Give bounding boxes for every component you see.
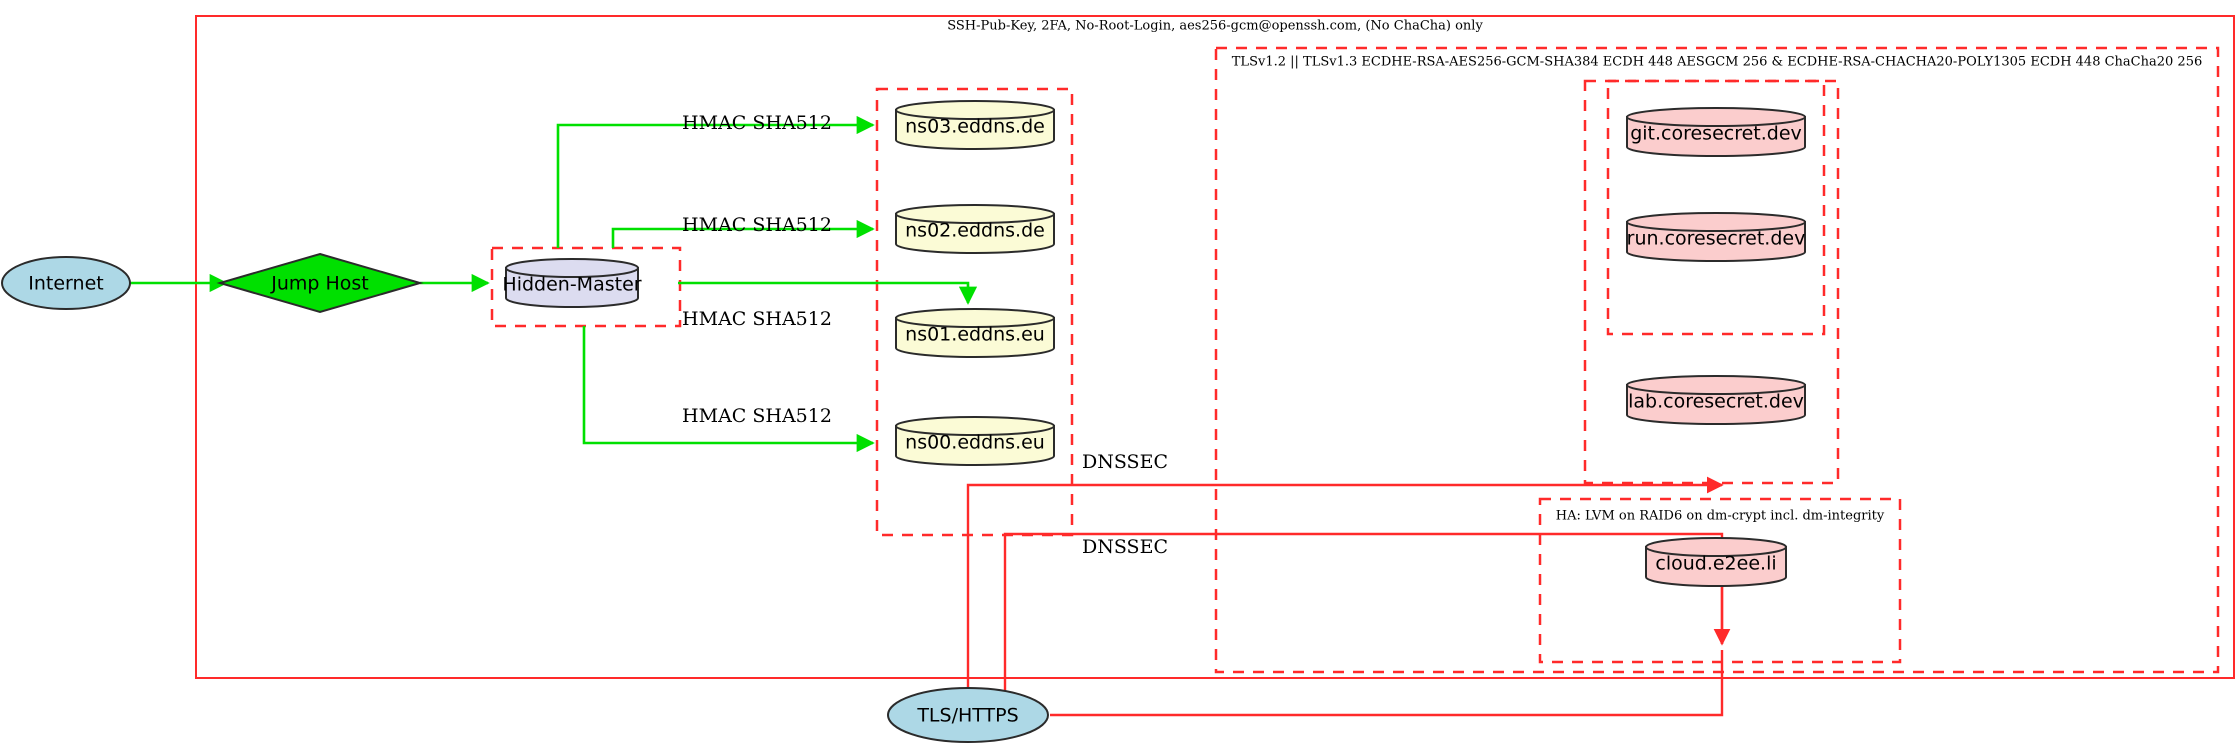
- edge-label-hmac-ns02: HMAC SHA512: [682, 214, 832, 236]
- ns00-top: [895, 416, 1055, 436]
- ns02-label: ns02.eddns.de: [905, 220, 1045, 242]
- lab-coresecret-body: [1626, 384, 1806, 425]
- ns03-label: ns03.eddns.de: [905, 116, 1045, 138]
- edge-label-hmac-ns01: HMAC SHA512: [682, 308, 832, 330]
- cluster-ha-boundary: [1538, 497, 1902, 664]
- node-tls-https[interactable]: TLS/HTTPS: [887, 687, 1049, 743]
- cluster-coresecret-inner-boundary: [1606, 79, 1826, 336]
- run-coresecret-label: run.coresecret.dev: [1627, 228, 1806, 250]
- cluster-ssh-boundary: [195, 15, 2235, 679]
- edge-label-dnssec-lower: DNSSEC: [1082, 536, 1168, 558]
- node-cloud-e2ee[interactable]: cloud.e2ee.li: [1645, 537, 1787, 587]
- internet-shape: [1, 256, 131, 310]
- hidden-master-body: [505, 267, 639, 308]
- internet-label: Internet: [28, 273, 103, 295]
- jump-host-shape: [216, 252, 424, 314]
- edge-dnssec-upper: [966, 476, 1724, 718]
- edge-hiddenmaster-to-ns01: [678, 281, 978, 305]
- cluster-tls-boundary-label: TLSv1.2 || TLSv1.3 ECDHE-RSA-AES256-GCM-…: [1232, 55, 2202, 70]
- run-coresecret-body: [1626, 221, 1806, 262]
- ns02-body: [895, 213, 1055, 254]
- cluster-tls-boundary: [1214, 46, 2220, 674]
- cloud-e2ee-body: [1645, 546, 1787, 587]
- edge-label-hmac-ns00: HMAC SHA512: [682, 405, 832, 427]
- cloud-e2ee-top: [1645, 537, 1787, 557]
- git-coresecret-top: [1626, 107, 1806, 127]
- edge-label-dnssec-upper: DNSSEC: [1082, 451, 1168, 473]
- ns01-label: ns01.eddns.eu: [905, 324, 1045, 346]
- edge-label-hmac-ns03: HMAC SHA512: [682, 112, 832, 134]
- cloud-e2ee-label: cloud.e2ee.li: [1655, 553, 1776, 575]
- edge-tlshttps-to-services: [1050, 650, 1724, 717]
- hidden-master-top: [505, 258, 639, 278]
- node-run-coresecret[interactable]: run.coresecret.dev: [1626, 212, 1806, 262]
- node-internet[interactable]: Internet: [1, 256, 131, 310]
- ns00-body: [895, 425, 1055, 466]
- ns03-top: [895, 100, 1055, 120]
- cluster-ssh-boundary-label: SSH-Pub-Key, 2FA, No-Root-Login, aes256-…: [947, 19, 1483, 34]
- node-hidden-master[interactable]: Hidden-Master: [502, 258, 642, 308]
- lab-coresecret-top: [1626, 375, 1806, 395]
- tls-https-label: TLS/HTTPS: [916, 705, 1018, 727]
- git-coresecret-body: [1626, 116, 1806, 157]
- jump-host-label: Jump Host: [270, 273, 369, 295]
- edge-dnssec-lower: [1003, 532, 1724, 718]
- node-ns00[interactable]: ns00.eddns.eu: [895, 416, 1055, 466]
- cluster-hidden-master-boundary: [490, 246, 682, 328]
- tls-https-shape: [887, 687, 1049, 743]
- hidden-master-label: Hidden-Master: [502, 274, 641, 296]
- node-git-coresecret[interactable]: git.coresecret.dev: [1626, 107, 1806, 157]
- ns03-body: [895, 109, 1055, 150]
- lab-coresecret-label: lab.coresecret.dev: [1628, 391, 1804, 413]
- edge-hiddenmaster-to-ns00: [582, 326, 875, 453]
- run-coresecret-top: [1626, 212, 1806, 232]
- node-jump-host[interactable]: Jump Host: [216, 252, 424, 314]
- edge-hiddenmaster-to-ns02: [611, 219, 875, 248]
- node-ns03[interactable]: ns03.eddns.de: [895, 100, 1055, 150]
- node-ns01[interactable]: ns01.eddns.eu: [895, 308, 1055, 358]
- ns02-top: [895, 204, 1055, 224]
- cluster-ha-boundary-label: HA: LVM on RAID6 on dm-crypt incl. dm-in…: [1556, 509, 1885, 524]
- node-ns02[interactable]: ns02.eddns.de: [895, 204, 1055, 254]
- ns01-top: [895, 308, 1055, 328]
- node-lab-coresecret[interactable]: lab.coresecret.dev: [1626, 375, 1806, 425]
- git-coresecret-label: git.coresecret.dev: [1630, 123, 1802, 145]
- ns01-body: [895, 317, 1055, 358]
- edge-hiddenmaster-to-ns03: [556, 115, 875, 248]
- ns00-label: ns00.eddns.eu: [905, 432, 1045, 454]
